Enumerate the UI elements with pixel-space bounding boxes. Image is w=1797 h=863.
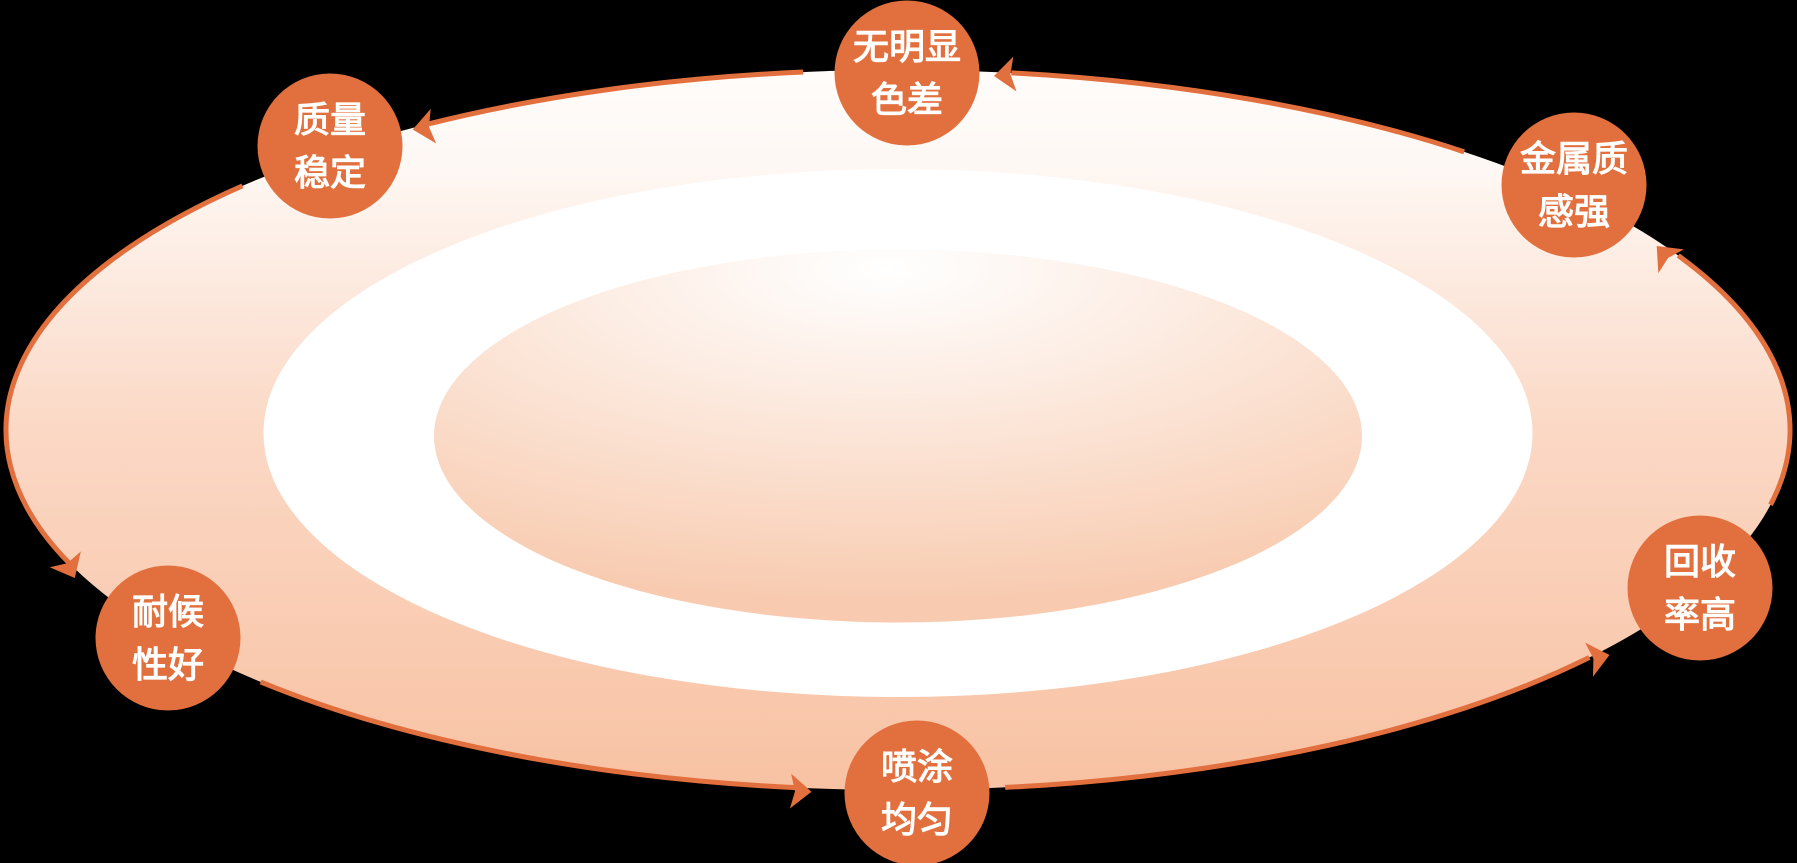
badge-pen: 喷涂 均匀 xyxy=(844,720,990,863)
badge-pen-line2: 均匀 xyxy=(881,799,953,840)
badge-nai-circle xyxy=(95,565,241,711)
badge-hui-line2: 率高 xyxy=(1664,594,1736,635)
badge-hui-circle xyxy=(1627,515,1773,661)
badge-nai: 耐候 性好 xyxy=(95,565,241,711)
badge-pen-circle xyxy=(844,720,990,863)
flow-arc-pen-to-hui xyxy=(1005,655,1591,790)
flow-arc-wu-to-zhi xyxy=(424,69,804,128)
badge-pen-line1: 喷涂 xyxy=(881,746,953,787)
badge-zhi: 质量 稳定 xyxy=(257,73,403,219)
flow-arrowhead-hui-to-jin xyxy=(1656,246,1684,274)
flow-arrowhead-nai-to-pen xyxy=(789,773,812,809)
badge-hui: 回收 率高 xyxy=(1627,515,1773,661)
badge-wu-circle xyxy=(834,0,980,146)
badges: 无明显 色差 质量 稳定 耐候 性好 喷涂 均匀 回收 率高 xyxy=(95,0,1773,863)
badge-zhi-line1: 质量 xyxy=(294,99,366,140)
flow-arrowhead-pen-to-hui xyxy=(1585,642,1610,677)
badge-wu-line1: 无明显 xyxy=(853,26,961,67)
flow-arrowhead-wu-to-zhi xyxy=(412,108,437,144)
ellipse-disc xyxy=(6,70,1790,790)
badge-nai-line2: 性好 xyxy=(132,644,204,685)
inner-ellipse xyxy=(434,249,1362,623)
badge-jin-line1: 金属质 xyxy=(1519,138,1628,179)
badge-hui-line1: 回收 xyxy=(1664,541,1736,582)
flow-arc-jin-to-wu xyxy=(1011,70,1465,155)
badge-wu-line2: 色差 xyxy=(871,79,943,120)
flow-arc-zhi-to-nai xyxy=(3,183,244,565)
badge-zhi-circle xyxy=(257,73,403,219)
badge-zhi-line2: 稳定 xyxy=(294,152,366,193)
badge-jin: 金属质 感强 xyxy=(1501,112,1647,258)
flow-arrowhead-jin-to-wu xyxy=(994,56,1017,92)
badge-nai-line1: 耐候 xyxy=(132,591,204,632)
flow-arc-nai-to-pen xyxy=(259,679,796,791)
badge-wu: 无明显 色差 xyxy=(834,0,980,146)
flow-arc-hui-to-jin xyxy=(1676,253,1793,507)
flow-arrowhead-zhi-to-nai xyxy=(49,551,81,578)
badge-jin-line2: 感强 xyxy=(1538,191,1610,232)
badge-jin-circle xyxy=(1501,112,1647,258)
flow-arcs xyxy=(3,56,1793,809)
